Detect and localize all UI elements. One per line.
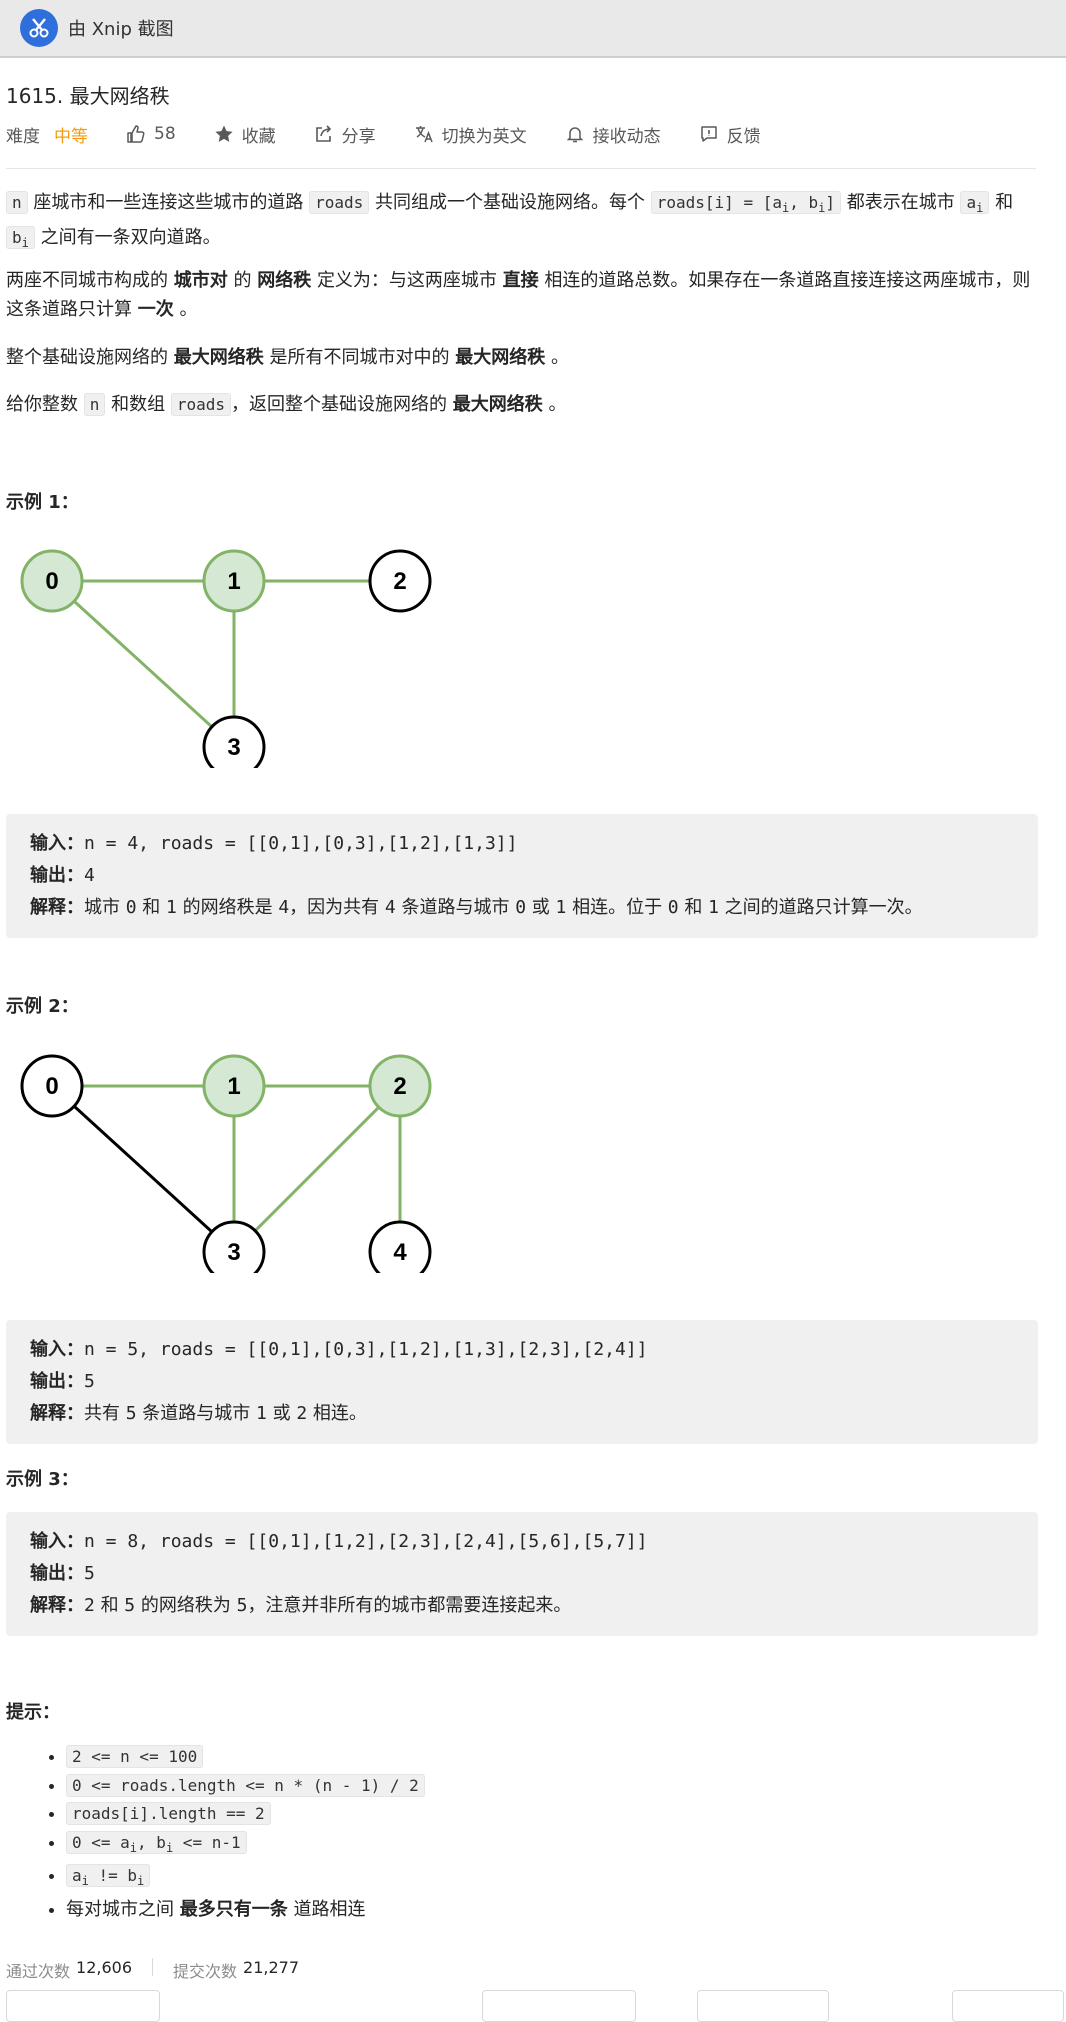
bell-icon	[566, 127, 583, 143]
hints-title: 提示：	[6, 1702, 60, 1723]
subscribe-button[interactable]: 接收动态	[565, 122, 661, 147]
example-1-title: 示例 1：	[6, 492, 79, 513]
hint-item: ai != bi	[66, 1862, 425, 1896]
submitted-label: 提交次数	[173, 1962, 238, 1981]
inline-code: n	[6, 191, 28, 214]
favorite-button[interactable]: 收藏	[214, 122, 276, 147]
xnip-logo-icon	[20, 9, 58, 47]
example-2-title: 示例 2：	[6, 996, 79, 1017]
hint-item: 2 <= n <= 100	[66, 1743, 425, 1772]
svg-text:2: 2	[393, 1073, 406, 1100]
graph-node: 4	[368, 1220, 432, 1273]
inline-code: roads	[170, 393, 232, 416]
accepted-count: 12,606	[76, 1958, 132, 1977]
favorite-label: 收藏	[241, 126, 276, 147]
example-explanation-line: 解释：2 和 5 的网络秩为 5，注意并非所有的城市都需要连接起来。	[30, 1595, 572, 1616]
accepted-label: 通过次数	[6, 1962, 71, 1981]
text: 和	[995, 192, 1014, 213]
feedback-label: 反馈	[726, 126, 761, 147]
example-output-line: 输出：4	[30, 865, 95, 886]
svg-text:3: 3	[227, 734, 240, 761]
graph-node: 3	[202, 715, 266, 768]
example-output-line: 输出：5	[30, 1563, 95, 1584]
submission-stats: 通过次数 12,606 提交次数 21,277	[6, 1958, 299, 1982]
hint-item: 0 <= ai, bi <= n-1	[66, 1829, 425, 1863]
bottom-toolbar-button[interactable]	[952, 1990, 1064, 2022]
svg-text:1: 1	[227, 568, 240, 595]
feedback-button[interactable]: 反馈	[699, 122, 761, 147]
graph-node: 1	[202, 1054, 266, 1118]
graph-node: 3	[202, 1220, 266, 1273]
share-button[interactable]: 分享	[314, 122, 376, 147]
like-button[interactable]: 58	[126, 124, 176, 144]
problem-meta-bar: 难度 中等 58 收藏 分享 切换为英文 接收动态 反馈	[6, 121, 799, 147]
text: 共同组成一个基础设施网络。每个	[375, 192, 646, 213]
description-paragraph: 给你整数 n 和数组 roads，返回整个基础设施网络的 最大网络秩 。	[6, 393, 567, 416]
example-2-code-block: 输入：n = 5, roads = [[0,1],[0,3],[1,2],[1,…	[6, 1320, 1038, 1444]
share-label: 分享	[341, 126, 376, 147]
example-explanation-line: 解释：城市 0 和 1 的网络秩是 4，因为共有 4 条道路与城市 0 或 1 …	[30, 897, 923, 918]
example-input-line: 输入：n = 8, roads = [[0,1],[1,2],[2,3],[2,…	[30, 1531, 648, 1552]
divider	[6, 168, 1036, 169]
difficulty-label: 难度	[6, 126, 40, 147]
graph-node: 0	[20, 1054, 84, 1118]
graph-node: 2	[368, 549, 432, 613]
switch-language-label: 切换为英文	[441, 126, 527, 147]
bottom-toolbar-button[interactable]	[6, 1990, 160, 2022]
bottom-toolbar-button[interactable]	[482, 1990, 636, 2022]
svg-text:4: 4	[393, 1239, 407, 1266]
hint-item: roads[i].length == 2	[66, 1800, 425, 1829]
inline-code: ai	[960, 191, 990, 215]
description-paragraph: 两座不同城市构成的 城市对 的 网络秩 定义为：与这两座城市 直接 相连的道路总…	[6, 270, 1031, 320]
inline-code: roads[i] = [ai, bi]	[650, 191, 841, 215]
text: 之间有一条双向道路。	[40, 227, 221, 249]
example-3-title: 示例 3：	[6, 1469, 79, 1490]
difficulty: 难度 中等	[6, 122, 88, 147]
example-output-line: 输出：5	[30, 1371, 95, 1392]
title-bar: 由 Xnip 截图	[0, 0, 1066, 58]
like-count: 58	[154, 124, 176, 144]
example-2-graph: 0 1 2 3 4	[20, 1054, 432, 1273]
translate-icon	[415, 126, 433, 143]
submitted-count: 21,277	[243, 1958, 299, 1977]
text: 都表示在城市	[846, 192, 955, 213]
svg-text:3: 3	[227, 1239, 240, 1266]
star-icon	[215, 125, 233, 142]
difficulty-value: 中等	[54, 126, 88, 147]
inline-code: roads	[309, 191, 370, 214]
problem-title: 1615. 最大网络秩	[6, 84, 170, 108]
graph-node: 0	[20, 549, 84, 613]
description-paragraph: n 座城市和一些连接这些城市的道路 roads 共同组成一个基础设施网络。每个 …	[6, 188, 1038, 258]
example-3-code-block: 输入：n = 8, roads = [[0,1],[1,2],[2,3],[2,…	[6, 1512, 1038, 1636]
text: 座城市和一些连接这些城市的道路	[33, 192, 304, 213]
example-1-code-block: 输入：n = 4, roads = [[0,1],[0,3],[1,2],[1,…	[6, 814, 1038, 938]
svg-text:0: 0	[45, 1073, 58, 1100]
svg-text:2: 2	[393, 568, 406, 595]
description-paragraph: 整个基础设施网络的 最大网络秩 是所有不同城市对中的 最大网络秩 。	[6, 347, 569, 368]
example-explanation-line: 解释：共有 5 条道路与城市 1 或 2 相连。	[30, 1403, 367, 1424]
inline-code: n	[83, 393, 106, 416]
switch-language-button[interactable]: 切换为英文	[414, 122, 527, 147]
share-icon	[315, 125, 331, 142]
feedback-icon	[700, 126, 717, 142]
graph-node: 2	[368, 1054, 432, 1118]
graph-node: 1	[202, 549, 266, 613]
hint-item: 每对城市之间 最多只有一条 道路相连	[66, 1896, 425, 1925]
svg-text:1: 1	[227, 1073, 240, 1100]
app-title: 由 Xnip 截图	[68, 19, 174, 40]
example-input-line: 输入：n = 5, roads = [[0,1],[0,3],[1,2],[1,…	[30, 1339, 648, 1360]
inline-code: bi	[6, 226, 35, 250]
bottom-toolbar-button[interactable]	[697, 1990, 829, 2022]
example-1-graph: 0 1 2 3	[20, 549, 432, 768]
hints-list: 2 <= n <= 100 0 <= roads.length <= n * (…	[6, 1743, 425, 1924]
example-input-line: 输入：n = 4, roads = [[0,1],[0,3],[1,2],[1,…	[30, 833, 518, 854]
thumbs-up-icon	[127, 125, 145, 143]
subscribe-label: 接收动态	[592, 126, 661, 147]
svg-text:0: 0	[45, 568, 58, 595]
hint-item: 0 <= roads.length <= n * (n - 1) / 2	[66, 1772, 425, 1801]
